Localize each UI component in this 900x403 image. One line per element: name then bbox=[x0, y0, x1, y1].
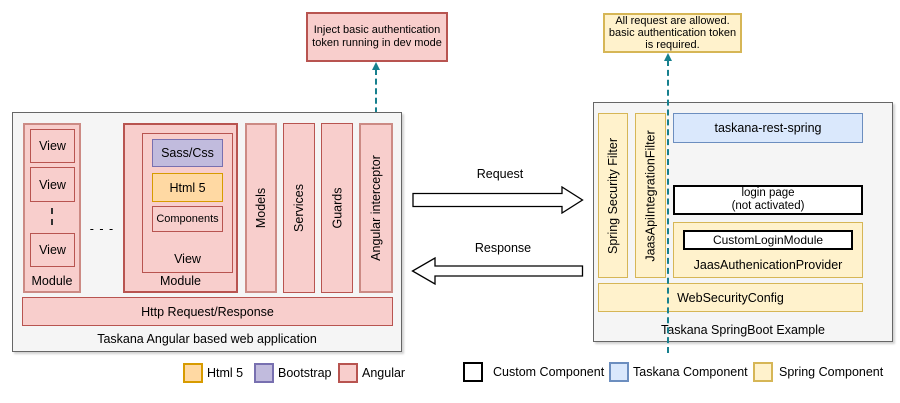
jaas-api-integration-filter-label: JaasApiIntegrationFilter bbox=[643, 129, 658, 262]
angular-interceptor-bar: Angular interceptor bbox=[359, 123, 393, 293]
web-security-config-box: WebSecurityConfig bbox=[598, 283, 863, 312]
view-box: View bbox=[30, 233, 75, 267]
auth-note-arrowhead-icon bbox=[664, 53, 672, 61]
services-bar: Services bbox=[283, 123, 315, 293]
legend-label-spring-component: Spring Component bbox=[779, 365, 884, 379]
legend-swatch-bootstrap bbox=[254, 363, 274, 383]
sass-css-box: Sass/Css bbox=[152, 139, 223, 167]
guards-bar: Guards bbox=[321, 123, 353, 293]
angular-app-title: Taskana Angular based web application bbox=[97, 332, 317, 346]
spring-security-filter-label: Spring Security Filter bbox=[606, 137, 621, 254]
legend-label-custom-component: Custom Component bbox=[493, 365, 605, 379]
custom-login-module-box: CustomLoginModule bbox=[683, 230, 853, 250]
request-label: Request bbox=[476, 167, 524, 181]
components-box: Components bbox=[152, 206, 223, 232]
spring-security-filter-bar: Spring Security Filter bbox=[598, 113, 628, 278]
jaas-api-integration-filter-bar: JaasApiIntegrationFilter bbox=[635, 113, 666, 278]
jaas-authentication-provider-label: JaasAuthenicationProvider bbox=[693, 257, 843, 272]
view-box: View bbox=[30, 167, 75, 202]
view-label: View bbox=[174, 252, 201, 266]
models-bar-label: Models bbox=[254, 187, 269, 229]
auth-note-connector-line bbox=[667, 60, 669, 353]
legend-swatch-angular bbox=[338, 363, 358, 383]
vertical-ellipsis-icon bbox=[51, 208, 53, 225]
module-label: Module bbox=[31, 274, 73, 288]
modules-ellipsis: - - - bbox=[89, 222, 115, 236]
module-label: Module bbox=[160, 274, 201, 288]
view-box: View bbox=[30, 129, 75, 163]
services-bar-label: Services bbox=[292, 184, 306, 232]
legend-swatch-html5 bbox=[183, 363, 203, 383]
legend-label-html5: Html 5 bbox=[207, 366, 244, 380]
legend-swatch-spring-component bbox=[753, 362, 773, 382]
models-bar: Models bbox=[245, 123, 277, 293]
dev-mode-note: Inject basic authentication token runnin… bbox=[306, 12, 448, 62]
legend-label-angular: Angular bbox=[362, 366, 406, 380]
legend-swatch-custom-component bbox=[463, 362, 483, 382]
legend-swatch-taskana-component bbox=[609, 362, 629, 382]
taskana-rest-spring-box: taskana-rest-spring bbox=[673, 113, 863, 143]
response-label: Response bbox=[474, 241, 532, 255]
http-request-response-bar: Http Request/Response bbox=[22, 297, 393, 326]
dev-note-connector-line bbox=[375, 69, 377, 123]
legend-label-taskana-component: Taskana Component bbox=[633, 365, 748, 379]
login-page-box: login page (not activated) bbox=[673, 185, 863, 215]
dev-note-arrowhead-icon bbox=[372, 62, 380, 70]
response-arrow-icon bbox=[411, 256, 584, 286]
guards-bar-label: Guards bbox=[330, 187, 344, 229]
request-arrow-icon bbox=[412, 186, 584, 214]
html5-box: Html 5 bbox=[152, 173, 223, 202]
legend-label-bootstrap: Bootstrap bbox=[278, 366, 332, 380]
angular-interceptor-bar-label: Angular interceptor bbox=[369, 155, 383, 261]
auth-required-note: All request are allowed. basic authentic… bbox=[603, 13, 742, 53]
springboot-app-title: Taskana SpringBoot Example bbox=[661, 323, 825, 337]
